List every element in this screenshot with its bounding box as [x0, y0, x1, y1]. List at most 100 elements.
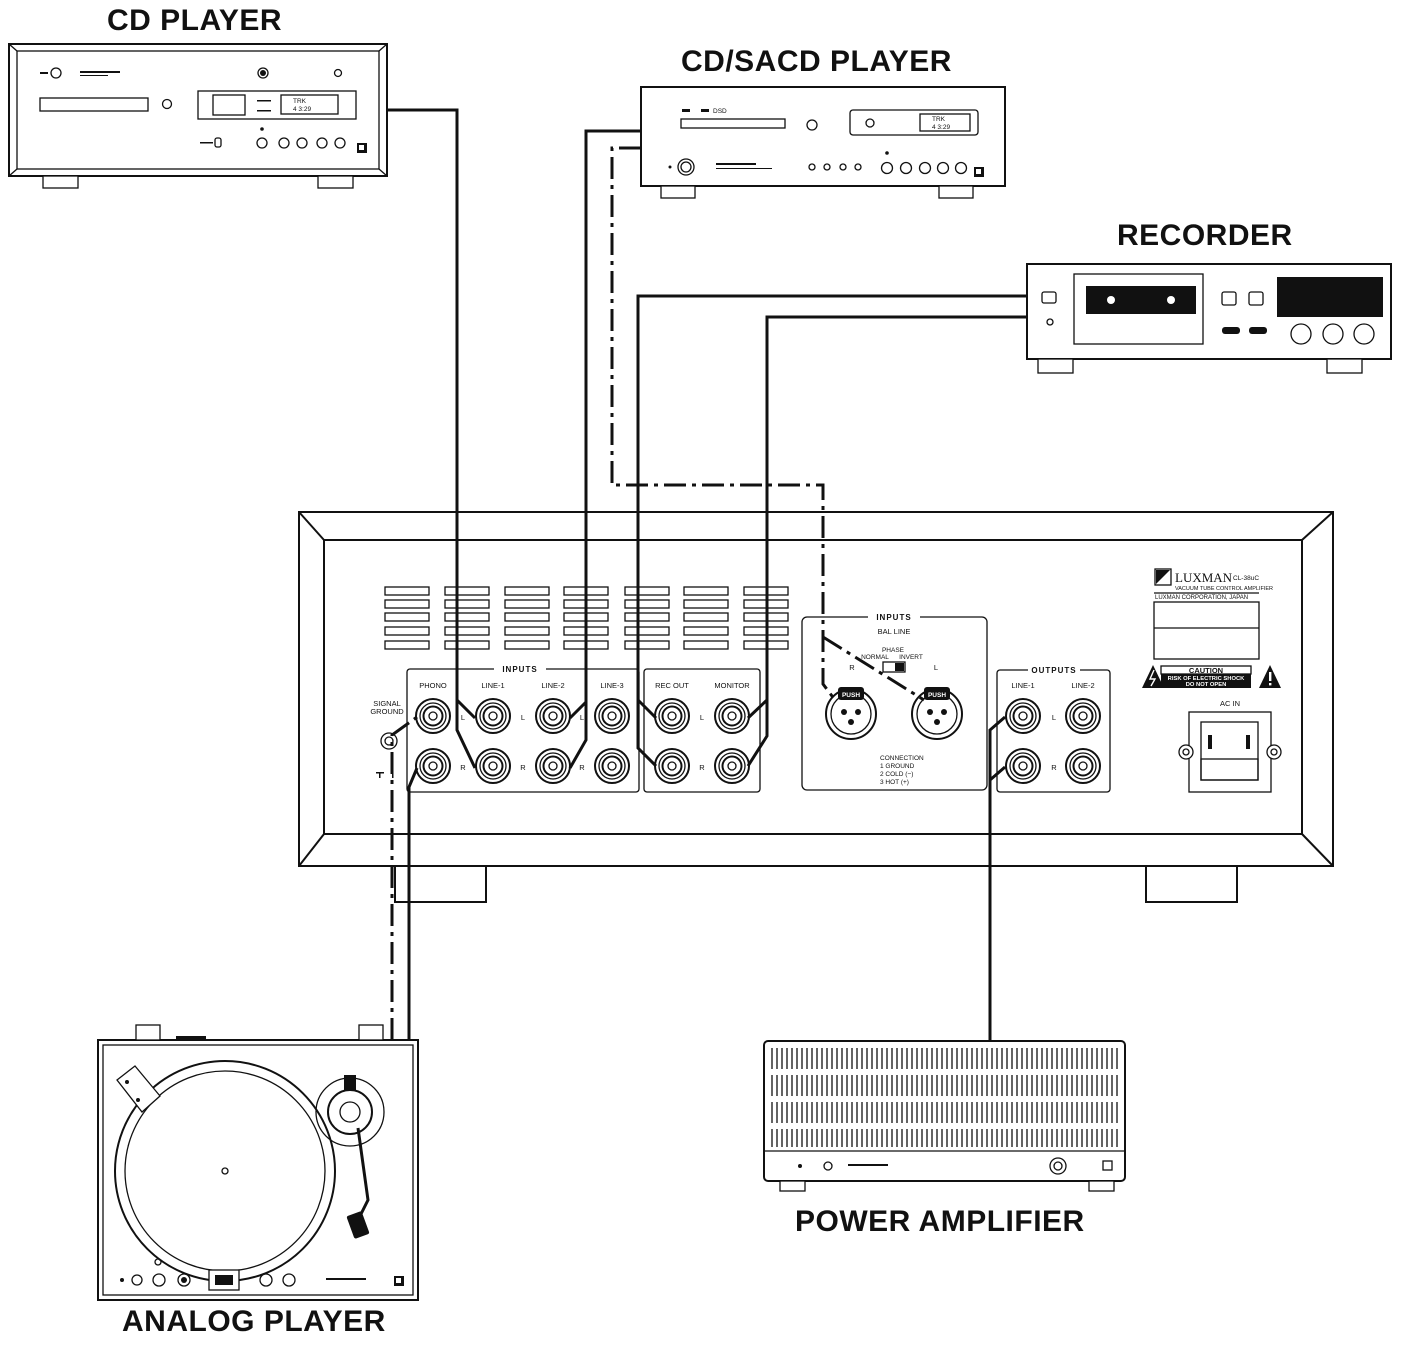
outputs-group-label: OUTPUTS	[1031, 666, 1076, 675]
luxman-nameplate: LUXMAN CL-38uC VACUUM TUBE CONTROL AMPLI…	[1153, 568, 1273, 660]
brand-label: LUXMAN	[1175, 570, 1233, 585]
cable-sacd-balanced	[610, 146, 837, 701]
rca-jack-line1-in-l[interactable]	[475, 698, 511, 734]
cd-display-line2: 4 3:29	[293, 106, 311, 113]
cable-cd-line1-r	[455, 700, 477, 769]
recorder-title: RECORDER	[1117, 219, 1293, 252]
rca-jack-line3-in-r[interactable]	[594, 748, 630, 784]
analog-player-title: ANALOG PLAYER	[122, 1305, 386, 1338]
vent-slot	[384, 612, 430, 622]
sacd-display-line2: 4 3:29	[932, 124, 950, 131]
vent-slot	[384, 640, 430, 650]
power-amplifier	[763, 1040, 1126, 1192]
line3-l-mark: L	[580, 713, 584, 722]
bal-inputs-label: INPUTS	[876, 613, 911, 622]
line1-out-label: LINE-1	[1011, 681, 1034, 690]
cable-sacd-balanced-l	[822, 635, 925, 702]
cable-analog-ground	[390, 715, 418, 1040]
rca-jack-monitor-l[interactable]	[714, 698, 750, 734]
xlr-r-push: PUSH	[842, 692, 860, 699]
rca-jack-line2-in-r[interactable]	[535, 748, 571, 784]
connection-1: 1 GROUND	[880, 763, 915, 770]
phase-normal-label: NORMAL	[861, 654, 889, 661]
vent-slot	[624, 612, 670, 622]
rca-jack-line2-out-l[interactable]	[1065, 698, 1101, 734]
out-l-mark: L	[1052, 713, 1056, 722]
phase-invert-label: INVERT	[899, 654, 923, 661]
caution-line1: RISK OF ELECTRIC SHOCK	[1168, 676, 1245, 682]
sacd-dsd-logo: DSD	[713, 108, 727, 115]
cable-cd-line1-l	[387, 108, 477, 720]
vent-slot	[504, 612, 550, 622]
vent-slot	[504, 626, 550, 636]
vent-slot	[683, 599, 729, 609]
xlr-r-mark: R	[849, 663, 855, 672]
vent-slot	[624, 640, 670, 650]
cd-player-title: CD PLAYER	[107, 4, 283, 37]
signal-ground-terminal[interactable]	[380, 732, 398, 750]
xlr-l-mark: L	[934, 663, 938, 672]
rca-jack-phono-r[interactable]	[415, 748, 451, 784]
vent-slot	[683, 640, 729, 650]
rec-out-label: REC OUT	[655, 681, 689, 690]
phase-label: PHASE	[882, 647, 905, 654]
xlr-l-push: PUSH	[928, 692, 946, 699]
analog-player	[97, 1024, 419, 1301]
cable-sacd-line2-l	[568, 129, 641, 720]
rca-jacks	[415, 698, 1101, 784]
vent-slot	[444, 586, 490, 596]
rca-jack-rec-out-r[interactable]	[654, 748, 690, 784]
cables	[387, 108, 1027, 1041]
ac-in-label: AC IN	[1220, 699, 1240, 708]
rca-jack-line1-out-l[interactable]	[1005, 698, 1041, 734]
vent-slot	[444, 626, 490, 636]
rca-jack-rec-out-l[interactable]	[654, 698, 690, 734]
recorder	[1026, 263, 1392, 374]
connection-3: 3 HOT (+)	[880, 779, 909, 786]
xlr-input-r[interactable]: PUSH	[825, 687, 877, 740]
signal-ground-label-2: GROUND	[370, 707, 404, 716]
xlr-input-l[interactable]: PUSH	[911, 687, 963, 740]
rca-jack-line1-out-r[interactable]	[1005, 748, 1041, 784]
vent-slot	[504, 640, 550, 650]
connection-label: CONNECTION	[880, 755, 924, 762]
line2-l-mark: L	[521, 713, 525, 722]
heatsink-fins	[771, 1048, 1118, 1147]
line1-r-mark: R	[460, 763, 466, 772]
cable-recorder-recout	[636, 294, 1027, 768]
line2-out-label: LINE-2	[1071, 681, 1094, 690]
sacd-display-line1: TRK	[932, 116, 946, 123]
warning-bolt-icon	[1142, 665, 1164, 688]
rca-jack-line3-in-l[interactable]	[594, 698, 630, 734]
phono-label: PHONO	[419, 681, 447, 690]
vent-slot	[504, 586, 550, 596]
vent-slot	[624, 626, 670, 636]
vent-slot	[444, 640, 490, 650]
rca-jack-line1-in-r[interactable]	[475, 748, 511, 784]
line2-in-label: LINE-2	[541, 681, 564, 690]
sacd-player: DSD TRK 4 3:29	[640, 86, 1006, 199]
rca-jack-line2-in-l[interactable]	[535, 698, 571, 734]
rca-jack-monitor-r[interactable]	[714, 748, 750, 784]
vent-slot	[384, 586, 430, 596]
cd-player: TRK 4 3:29	[8, 43, 388, 189]
line3-in-label: LINE-3	[600, 681, 623, 690]
cable-analog-phono	[407, 767, 419, 1040]
vent-slot	[683, 612, 729, 622]
phase-switch[interactable]	[882, 661, 906, 673]
rec-l-mark: L	[700, 713, 704, 722]
rca-jack-line2-out-r[interactable]	[1065, 748, 1101, 784]
cable-out-power-amp	[988, 715, 1006, 1041]
caution-line2: DO NOT OPEN	[1186, 682, 1227, 688]
vent-slot	[683, 626, 729, 636]
rca-jack-phono-l[interactable]	[415, 698, 451, 734]
cd-display-line1: TRK	[293, 98, 307, 105]
cable-recorder-monitor	[746, 315, 1027, 767]
vent-slot	[444, 612, 490, 622]
vent-slot	[384, 599, 430, 609]
ac-inlet[interactable]: AC IN	[1178, 699, 1282, 793]
out-r-mark: R	[1051, 763, 1057, 772]
bal-line-label: BAL LINE	[878, 627, 911, 636]
connection-2: 2 COLD (−)	[880, 771, 913, 778]
